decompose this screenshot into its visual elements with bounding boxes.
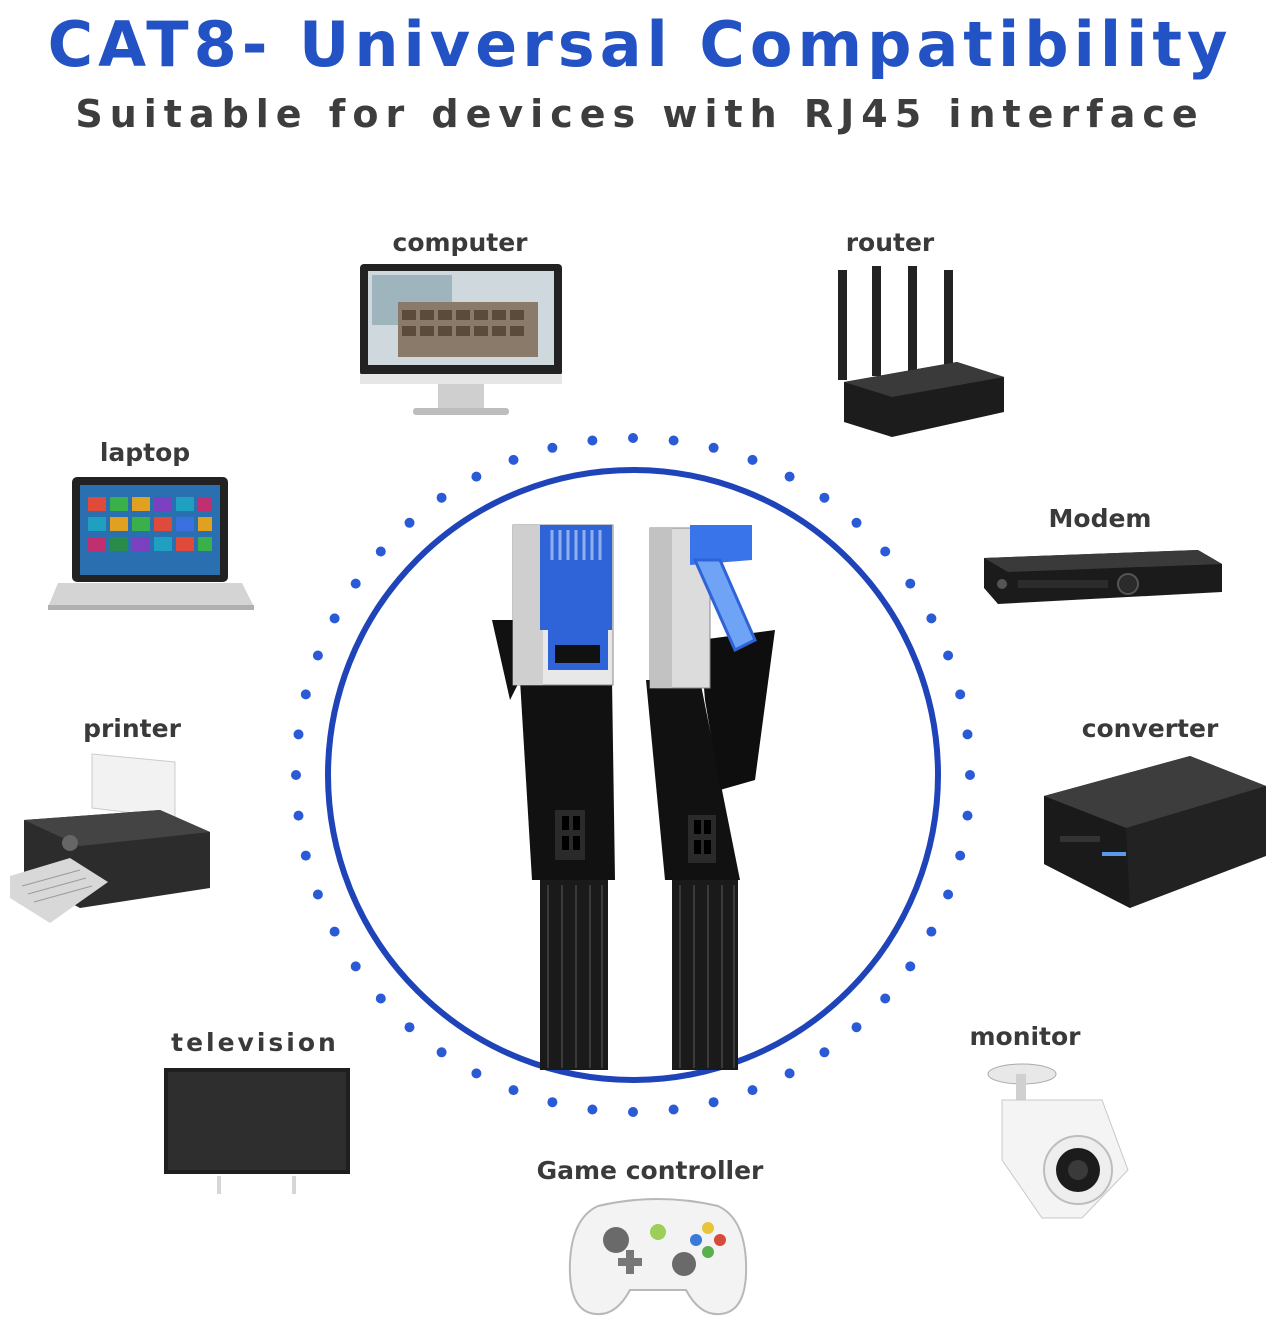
ring-dot: [329, 926, 340, 937]
ring-dot: [300, 850, 311, 861]
ring-dot: [943, 889, 954, 900]
ring-dot: [375, 546, 386, 557]
device-label-converter: converter: [1081, 714, 1219, 743]
ring-dot: [471, 1068, 482, 1079]
ring-dot: [926, 926, 937, 937]
modem-icon: [984, 550, 1222, 604]
ring-dot: [784, 471, 795, 482]
ring-dot: [747, 1085, 758, 1096]
ring-dot: [350, 961, 361, 972]
device-label-laptop: laptop: [99, 438, 191, 467]
ring-dot: [547, 442, 558, 453]
ring-dot: [955, 689, 966, 700]
ring-dot: [350, 578, 361, 589]
ring-dot: [962, 729, 973, 740]
ring-dot: [819, 1047, 830, 1058]
ring-dot: [293, 810, 304, 821]
ring-dot: [905, 961, 916, 972]
ring-dot: [747, 454, 758, 465]
ring-dot: [300, 689, 311, 700]
ring-dot: [880, 546, 891, 557]
ring-dot: [926, 613, 937, 624]
ring-dot: [668, 435, 679, 446]
device-label-game-controller: Game controller: [536, 1156, 764, 1185]
ring-dot: [962, 810, 973, 821]
page-title: CAT8- Universal Compatibility: [47, 8, 1233, 81]
router-icon: [838, 266, 1004, 437]
printer-icon: [10, 753, 210, 923]
ring-dot: [708, 442, 719, 453]
ring-dot: [471, 471, 482, 482]
ring-dot: [436, 1047, 447, 1058]
device-label-modem: Modem: [1048, 504, 1152, 533]
ring-dot: [329, 613, 340, 624]
solid-ring: [325, 467, 941, 1083]
ring-dot: [851, 517, 862, 528]
ring-dot: [312, 889, 323, 900]
television-icon: [164, 1068, 350, 1194]
ring-dot: [880, 993, 891, 1004]
ring-dot: [404, 1022, 415, 1033]
ring-dot: [784, 1068, 795, 1079]
device-label-television: television: [171, 1028, 339, 1057]
ring-dot: [291, 770, 301, 780]
ring-dot: [508, 1085, 519, 1096]
desktop-computer-icon: [360, 264, 562, 415]
game-controller-icon: [568, 1198, 748, 1316]
ring-dot: [312, 650, 323, 661]
device-label-monitor: monitor: [969, 1022, 1081, 1051]
ring-dot: [943, 650, 954, 661]
ring-dot: [375, 993, 386, 1004]
page-subtitle: Suitable for devices with RJ45 interface: [75, 92, 1205, 136]
ring-dot: [508, 454, 519, 465]
ring-dot: [404, 517, 415, 528]
ring-dot: [436, 492, 447, 503]
device-label-router: router: [845, 228, 935, 257]
ring-dot: [293, 729, 304, 740]
converter-box-icon: [1044, 756, 1266, 908]
dotted-ring: [291, 433, 975, 1117]
ring-dot: [628, 1107, 638, 1117]
ring-dot: [587, 435, 598, 446]
ring-dot: [628, 433, 638, 443]
security-camera-icon: [987, 1063, 1129, 1219]
ring-dot: [668, 1104, 679, 1115]
ring-dot: [819, 492, 830, 503]
ring-dot: [708, 1097, 719, 1108]
ring-dot: [965, 770, 975, 780]
ring-dot: [905, 578, 916, 589]
device-label-computer: computer: [392, 228, 528, 257]
ring-dot: [587, 1104, 598, 1115]
rj45-cable-icon: [492, 524, 775, 1070]
device-label-printer: printer: [83, 714, 181, 743]
laptop-icon: [48, 477, 254, 610]
ring-dot: [851, 1022, 862, 1033]
ring-dot: [955, 850, 966, 861]
ring-dot: [547, 1097, 558, 1108]
